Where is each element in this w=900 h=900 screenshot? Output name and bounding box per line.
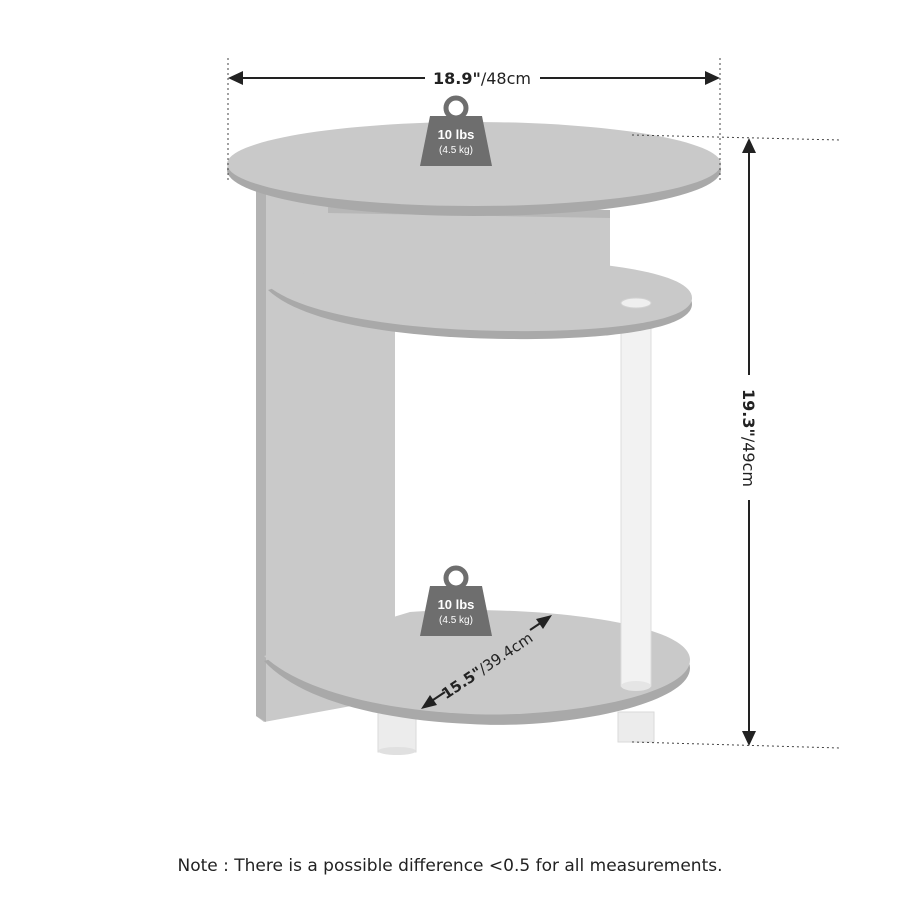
arrow-head-icon	[536, 615, 552, 629]
top-load-kg: (4.5 kg)	[439, 145, 473, 156]
arrow-head-icon	[742, 138, 756, 153]
end-table-illustration	[227, 122, 721, 755]
weight-icon	[420, 565, 492, 636]
top-shelf-load-rating: 10 lbs (4.5 kg)	[420, 95, 492, 166]
weight-icon	[420, 95, 492, 166]
top-load-lbs: 10 lbs	[438, 127, 475, 142]
bottom-shelf-load-rating: 10 lbs (4.5 kg)	[420, 565, 492, 636]
bottom-shelf	[264, 610, 690, 715]
back-panel	[328, 205, 610, 302]
height-imperial: 19.3"	[739, 389, 758, 437]
width-imperial: 18.9"	[433, 69, 481, 88]
bottom-load-kg: (4.5 kg)	[439, 615, 473, 626]
arrow-head-icon	[742, 731, 756, 746]
front-leg	[620, 302, 652, 687]
height-dimension: 19.3"/49cm	[631, 134, 841, 749]
arrow-head-icon	[228, 71, 243, 85]
svg-text:19.3"/49cm: 19.3"/49cm	[739, 389, 758, 487]
svg-text:18.9"/48cm: 18.9"/48cm	[433, 69, 531, 88]
back-leg-right	[617, 711, 655, 743]
bottom-load-lbs: 10 lbs	[438, 597, 475, 612]
arrow-head-icon	[705, 71, 720, 85]
side-panel-edge	[256, 190, 266, 722]
width-dimension: 18.9"/48cm	[227, 58, 721, 180]
width-metric: /48cm	[481, 69, 531, 88]
height-metric: /49cm	[739, 437, 758, 487]
measurement-note: Note : There is a possible difference <0…	[177, 856, 723, 876]
arrow-head-icon	[421, 695, 437, 709]
